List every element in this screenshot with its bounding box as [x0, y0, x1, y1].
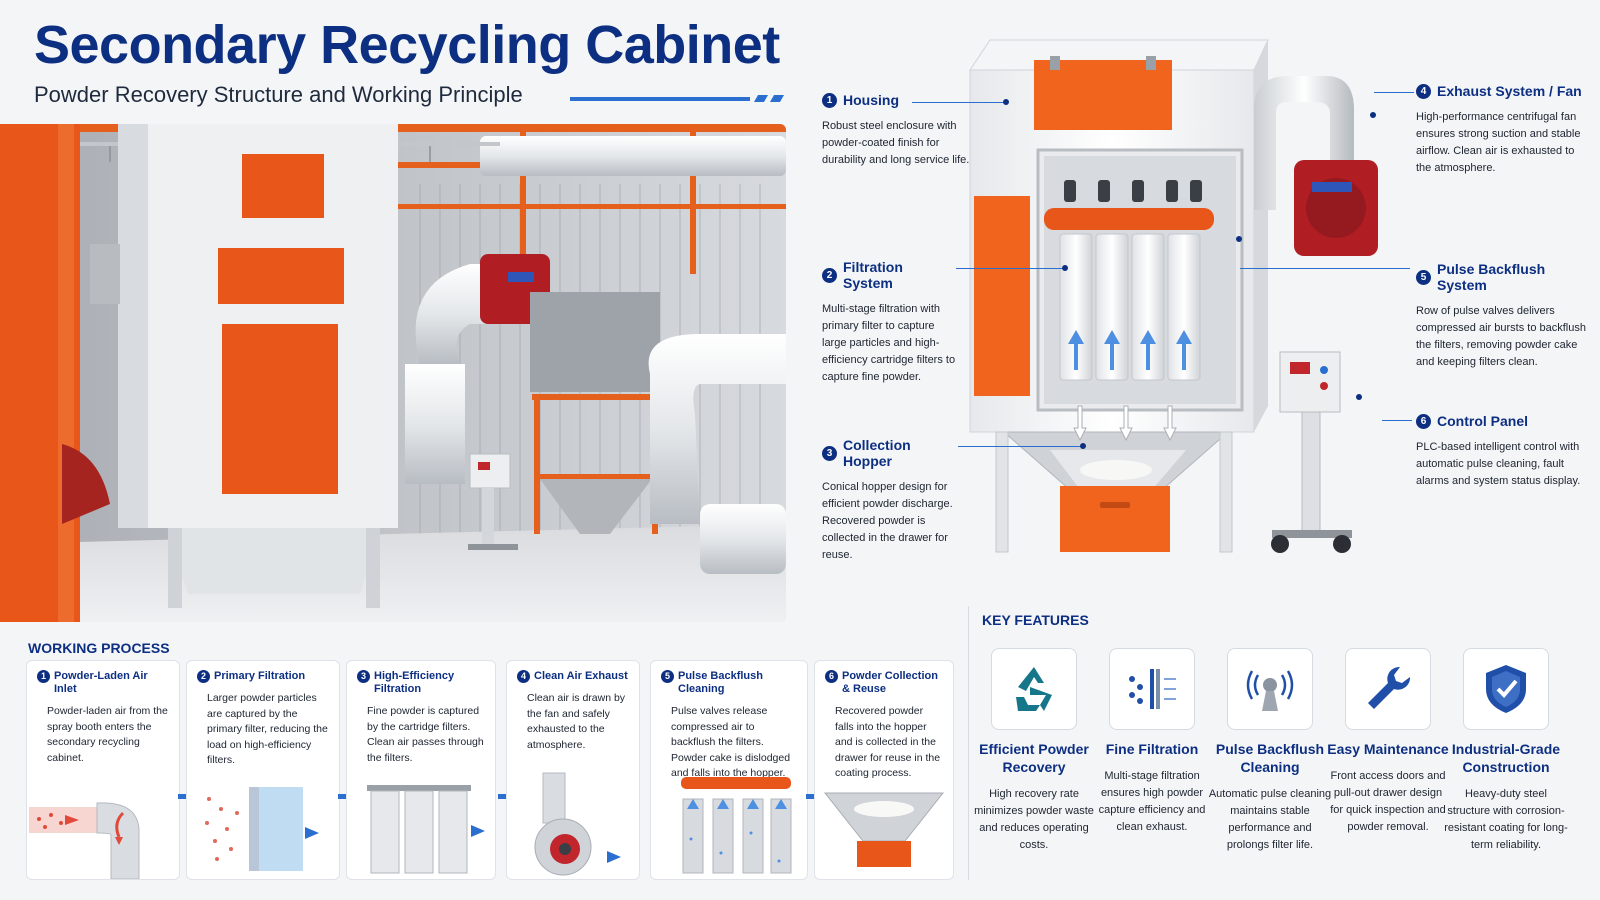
callout-number: 2 [822, 267, 837, 283]
callout-description: Robust steel enclosure with powder-coate… [822, 120, 970, 166]
wrench-icon [1345, 648, 1431, 730]
callout-description: Conical hopper design for efficient powd… [822, 481, 953, 561]
page-subtitle: Powder Recovery Structure and Working Pr… [34, 82, 523, 107]
callout-number: 4 [1416, 83, 1431, 99]
callout-description: High-performance centrifugal fan ensures… [1416, 111, 1581, 174]
step-title: Powder Collection & Reuse [842, 670, 938, 695]
installation-photo [0, 124, 786, 622]
callout-description: Multi-stage filtration with primary filt… [822, 303, 956, 383]
callout-exhaust-system: 4 Exhaust System / Fan High-performance c… [1416, 83, 1586, 177]
feature-title: Pulse Backflush Cleaning [1215, 741, 1325, 775]
callout-number: 5 [1416, 269, 1431, 285]
pulse-icon [1227, 648, 1313, 730]
step-number: 5 [661, 670, 674, 683]
feature-industrial-grade: Industrial-Grade Construction Heavy-duty… [1444, 648, 1568, 854]
key-features-divider [968, 606, 969, 880]
step-title: Clean Air Exhaust [534, 670, 628, 682]
subtitle-underline [570, 97, 750, 101]
callout-title: Exhaust System / Fan [1437, 83, 1582, 99]
leader-line-exhaust [1374, 92, 1414, 93]
step-description: Pulse valves release compressed air to b… [671, 705, 791, 779]
leader-dot-pulse [1236, 236, 1242, 242]
feature-fine-filtration: Fine Filtration Multi-stage filtration e… [1090, 648, 1214, 836]
callout-title: Housing [843, 92, 899, 108]
step-description: Larger powder particles are captured by … [207, 692, 328, 766]
callout-title: Collection Hopper [843, 437, 911, 469]
leader-line-filtration [956, 268, 1064, 269]
callout-number: 6 [1416, 413, 1431, 429]
feature-title: Industrial-Grade Construction [1451, 741, 1561, 775]
leader-dot-exhaust [1370, 112, 1376, 118]
callout-housing: 1 Housing Robust steel enclosure with pow… [822, 92, 982, 169]
shield-check-icon [1463, 648, 1549, 730]
feature-title: Fine Filtration [1105, 741, 1199, 757]
step-description: Powder-laden air from the spray booth en… [47, 705, 168, 764]
step-title: High-Efficiency Filtration [374, 670, 455, 695]
process-step-primary-filtration: 2 Primary Filtration Larger powder partic… [186, 660, 340, 880]
step-title: Primary Filtration [214, 670, 306, 682]
step-description: Fine powder is captured by the cartridge… [367, 705, 484, 764]
step-number: 2 [197, 670, 210, 683]
callout-description: PLC-based intelligent control with autom… [1416, 441, 1581, 487]
callout-control-panel: 6 Control Panel PLC-based intelligent con… [1416, 413, 1586, 490]
process-step-clean-air-exhaust: 4 Clean Air Exhaust Clean air is drawn by… [506, 660, 640, 880]
leader-dot-housing [1003, 99, 1009, 105]
feature-title: Easy Maintenance [1327, 741, 1449, 757]
leader-line-housing [912, 102, 1004, 103]
step-number: 4 [517, 670, 530, 683]
step-title: Pulse Backflush Cleaning [678, 670, 763, 695]
callout-pulse-backflush: 5 Pulse Backflush System Row of pulse val… [1416, 261, 1586, 371]
callout-collection-hopper: 3 Collection Hopper Conical hopper design… [822, 437, 958, 564]
leader-line-hopper [958, 446, 1082, 447]
pulse-cleaning-illustration [681, 777, 792, 874]
step-number: 3 [357, 670, 370, 683]
callout-title: Filtration System [843, 259, 903, 291]
feature-description: Multi-stage filtration ensures high powd… [1098, 770, 1206, 833]
subtitle-dash [753, 95, 769, 102]
feature-description: Front access doors and pull-out drawer d… [1330, 770, 1446, 833]
page-title: Secondary Recycling Cabinet [34, 15, 780, 75]
callout-filtration-system: 2 Filtration System Multi-stage filtratio… [822, 259, 956, 386]
recycle-icon [991, 648, 1077, 730]
step-number: 1 [37, 670, 50, 683]
leader-line-pulse [1240, 268, 1410, 269]
process-step-pulse-backflush: 5 Pulse Backflush Cleaning Pulse valves r… [650, 660, 808, 880]
installation-scene [0, 124, 786, 622]
feature-pulse-backflush-cleaning: Pulse Backflush Cleaning Automatic pulse… [1208, 648, 1332, 854]
feature-description: High recovery rate minimizes powder wast… [974, 788, 1094, 851]
cabinet-diagram [950, 30, 1390, 590]
feature-description: Heavy-duty steel structure with corrosio… [1444, 788, 1568, 851]
fan-exhaust-illustration [534, 772, 621, 876]
working-process-title: WORKING PROCESS [28, 640, 170, 656]
process-step-air-inlet: 1 Powder-Laden Air Inlet Powder-laden air… [26, 660, 180, 880]
process-step-powder-collection: 6 Powder Collection & Reuse Recovered pow… [814, 660, 954, 880]
leader-dot-filtration [1062, 265, 1068, 271]
filter-icon [1109, 648, 1195, 730]
cartridge-filter-illustration [367, 785, 485, 874]
leader-dot-hopper [1080, 443, 1086, 449]
callout-description: Row of pulse valves delivers compressed … [1416, 305, 1586, 368]
hopper-drawer-illustration [823, 792, 945, 867]
leader-dot-control [1356, 394, 1362, 400]
cabinet-illustration [969, 39, 1378, 553]
callout-title: Pulse Backflush System [1437, 261, 1546, 293]
step-title: Powder-Laden Air Inlet [54, 670, 148, 695]
subtitle-dash [769, 95, 785, 102]
step-description: Recovered powder falls into the hopper a… [835, 705, 941, 779]
step-number: 6 [825, 670, 838, 683]
step-description: Clean air is drawn by the fan and safely… [527, 692, 626, 751]
callout-number: 3 [822, 445, 837, 461]
callout-title: Control Panel [1437, 413, 1529, 429]
feature-easy-maintenance: Easy Maintenance Front access doors and … [1326, 648, 1450, 836]
feature-title: Efficient Powder Recovery [979, 741, 1089, 775]
process-step-high-efficiency: 3 High-Efficiency Filtration Fine powder … [346, 660, 496, 880]
air-inlet-illustration [29, 802, 140, 879]
feature-efficient-powder-recovery: Efficient Powder Recovery High recovery … [972, 648, 1096, 854]
primary-filter-illustration [205, 787, 319, 871]
feature-description: Automatic pulse cleaning maintains stabl… [1208, 788, 1332, 851]
leader-line-control [1382, 420, 1412, 421]
callout-number: 1 [822, 92, 837, 108]
key-features-title: KEY FEATURES [982, 612, 1089, 628]
